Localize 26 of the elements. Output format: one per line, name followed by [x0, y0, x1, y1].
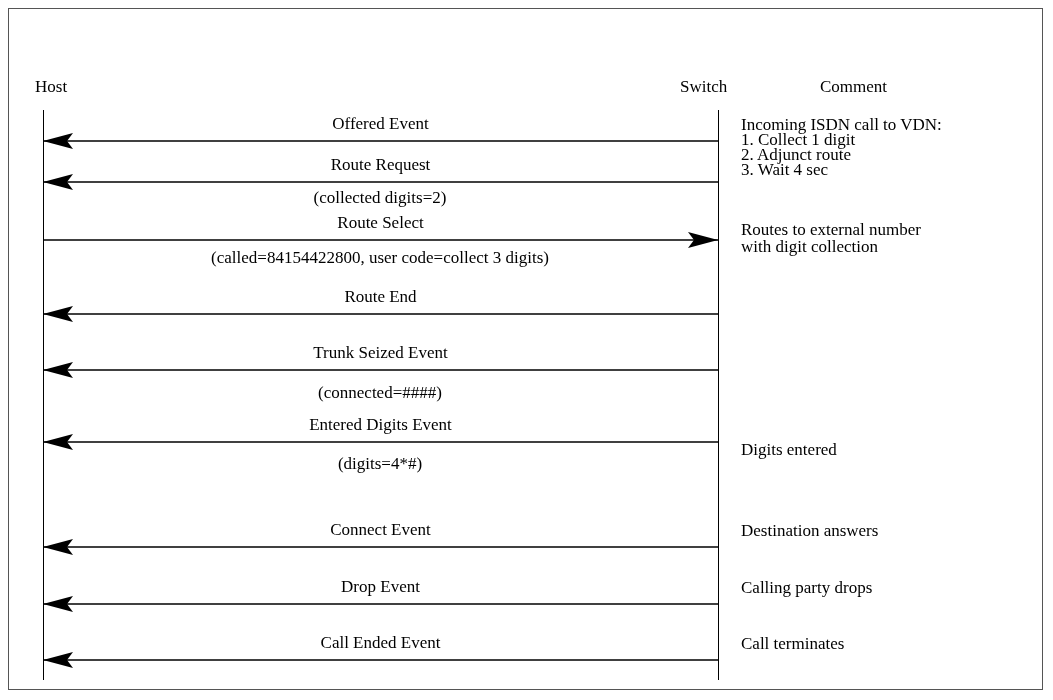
comment-text: Digits entered [741, 441, 837, 458]
message-label: Trunk Seized Event [310, 344, 451, 361]
message-label: Drop Event [338, 578, 423, 595]
comment-text: Destination answers [741, 522, 879, 539]
message-label: Entered Digits Event [306, 416, 455, 433]
comment-text: Incoming ISDN call to VDN: [741, 116, 942, 133]
message-parameter: (collected digits=2) [313, 189, 447, 206]
column-header: Comment [820, 78, 888, 95]
message-arrow [42, 306, 719, 322]
participant-label: Switch [680, 78, 728, 95]
message-arrow [42, 596, 719, 612]
message-parameter: (connected=####) [318, 384, 442, 401]
comment-text: Calling party drops [741, 579, 873, 596]
message-parameter: (called=84154422800, user code=collect 3 digits) [211, 249, 549, 266]
comment-text: Call terminates [741, 635, 845, 652]
message-arrow [42, 232, 719, 248]
message-arrow [42, 434, 719, 450]
message-arrow [42, 174, 719, 190]
message-arrow [42, 539, 719, 555]
message-arrow [42, 133, 719, 149]
message-parameter: (digits=4*#) [337, 455, 423, 472]
participant-label: Host [35, 78, 68, 95]
message-label: Route Select [334, 214, 427, 231]
comment-text: Routes to external number with digit collection [741, 221, 922, 255]
message-arrow [42, 652, 719, 668]
message-arrow [42, 362, 719, 378]
